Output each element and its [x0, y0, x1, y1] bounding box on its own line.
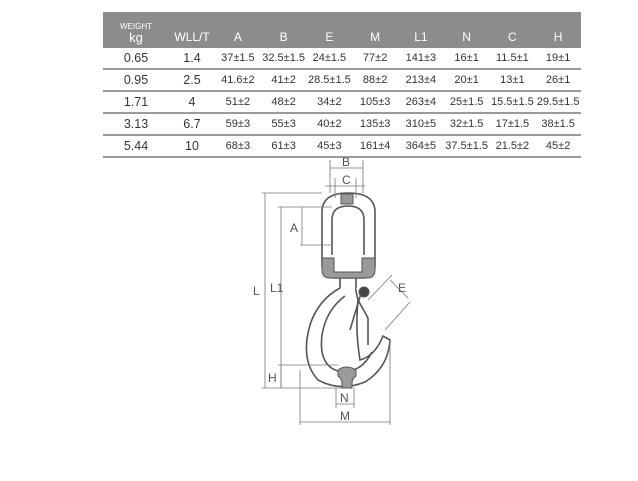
- table-cell: 26±1: [535, 69, 581, 92]
- table-cell: 15.5±1.5: [489, 91, 536, 114]
- table-cell: 11.5±1: [489, 48, 536, 70]
- table-cell: 161±4: [352, 135, 398, 158]
- table-cell: 263±4: [398, 91, 444, 114]
- table-cell: 41.6±2: [215, 69, 261, 92]
- table-cell: 37±1.5: [215, 48, 261, 70]
- table-cell: 310±5: [398, 113, 444, 136]
- section-hatch-bottom: [337, 366, 357, 389]
- table-cell: 6.7: [169, 113, 215, 136]
- table-cell: 29.5±1.5: [535, 91, 581, 114]
- table-cell: 51±2: [215, 91, 261, 114]
- table-cell: 10: [169, 135, 215, 158]
- header-cell: B: [260, 12, 307, 48]
- dim-label-l: L: [253, 284, 260, 298]
- table-cell: 4: [169, 91, 215, 114]
- header-cell: A: [215, 12, 261, 48]
- table-cell: 13±1: [489, 69, 536, 92]
- table-cell: 213±4: [398, 69, 444, 92]
- table-cell: 364±5: [398, 135, 444, 158]
- dim-label-c: C: [342, 173, 351, 187]
- table-cell: 24±1.5: [306, 48, 353, 70]
- header-cell: WLL/T: [169, 12, 215, 48]
- dim-label-n: N: [340, 391, 349, 405]
- table-cell: 16±1: [443, 48, 490, 70]
- table-cell: 41±2: [260, 69, 307, 92]
- dim-label-e: E: [398, 281, 406, 295]
- table-cell: 25±1.5: [443, 91, 490, 114]
- table-cell: 0.95: [103, 69, 169, 92]
- table-cell: 0.65: [103, 48, 169, 70]
- table-cell: 5.44: [103, 135, 169, 158]
- header-cell: N: [443, 12, 490, 48]
- table-cell: 1.71: [103, 91, 169, 114]
- table-cell: 38±1.5: [535, 113, 581, 136]
- table-cell: 32.5±1.5: [260, 48, 307, 70]
- section-hatch-mid: [321, 257, 376, 279]
- table-cell: 48±2: [260, 91, 307, 114]
- table-cell: 17±1.5: [489, 113, 536, 136]
- table-cell: 45±3: [306, 135, 353, 158]
- table-cell: 2.5: [169, 69, 215, 92]
- table-cell: 3.13: [103, 113, 169, 136]
- table-cell: 77±2: [352, 48, 398, 70]
- dim-label-a: A: [290, 221, 298, 235]
- dim-label-h: H: [268, 371, 277, 385]
- dim-label-m: M: [340, 409, 350, 423]
- table-cell: 21.5±2: [489, 135, 536, 158]
- table-cell: 61±3: [260, 135, 307, 158]
- section-hatch-top: [340, 193, 354, 205]
- table-cell: 55±3: [260, 113, 307, 136]
- table-cell: 37.5±1.5: [443, 135, 490, 158]
- header-cell: M: [352, 12, 398, 48]
- dim-label-l1: L1: [270, 281, 284, 295]
- table-cell: 28.5±1.5: [306, 69, 353, 92]
- table-cell: 141±3: [398, 48, 444, 70]
- latch-pin: [358, 286, 370, 298]
- table-cell: 59±3: [215, 113, 261, 136]
- table-cell: 19±1: [535, 48, 581, 70]
- table-cell: 40±2: [306, 113, 353, 136]
- header-cell: C: [489, 12, 536, 48]
- table-cell: 1.4: [169, 48, 215, 70]
- dim-label-b: B: [342, 155, 350, 169]
- table-cell: 88±2: [352, 69, 398, 92]
- swivel-eye-inner: [331, 205, 365, 255]
- table-cell: 45±2: [535, 135, 581, 158]
- table-cell: 32±1.5: [443, 113, 490, 136]
- table-cell: 68±3: [215, 135, 261, 158]
- table-cell: 105±3: [352, 91, 398, 114]
- table-cell: 20±1: [443, 69, 490, 92]
- header-cell: H: [535, 12, 581, 48]
- table-cell: 34±2: [306, 91, 353, 114]
- header-cell: L1: [398, 12, 444, 48]
- table-cell: 135±3: [352, 113, 398, 136]
- header-cell: E: [306, 12, 353, 48]
